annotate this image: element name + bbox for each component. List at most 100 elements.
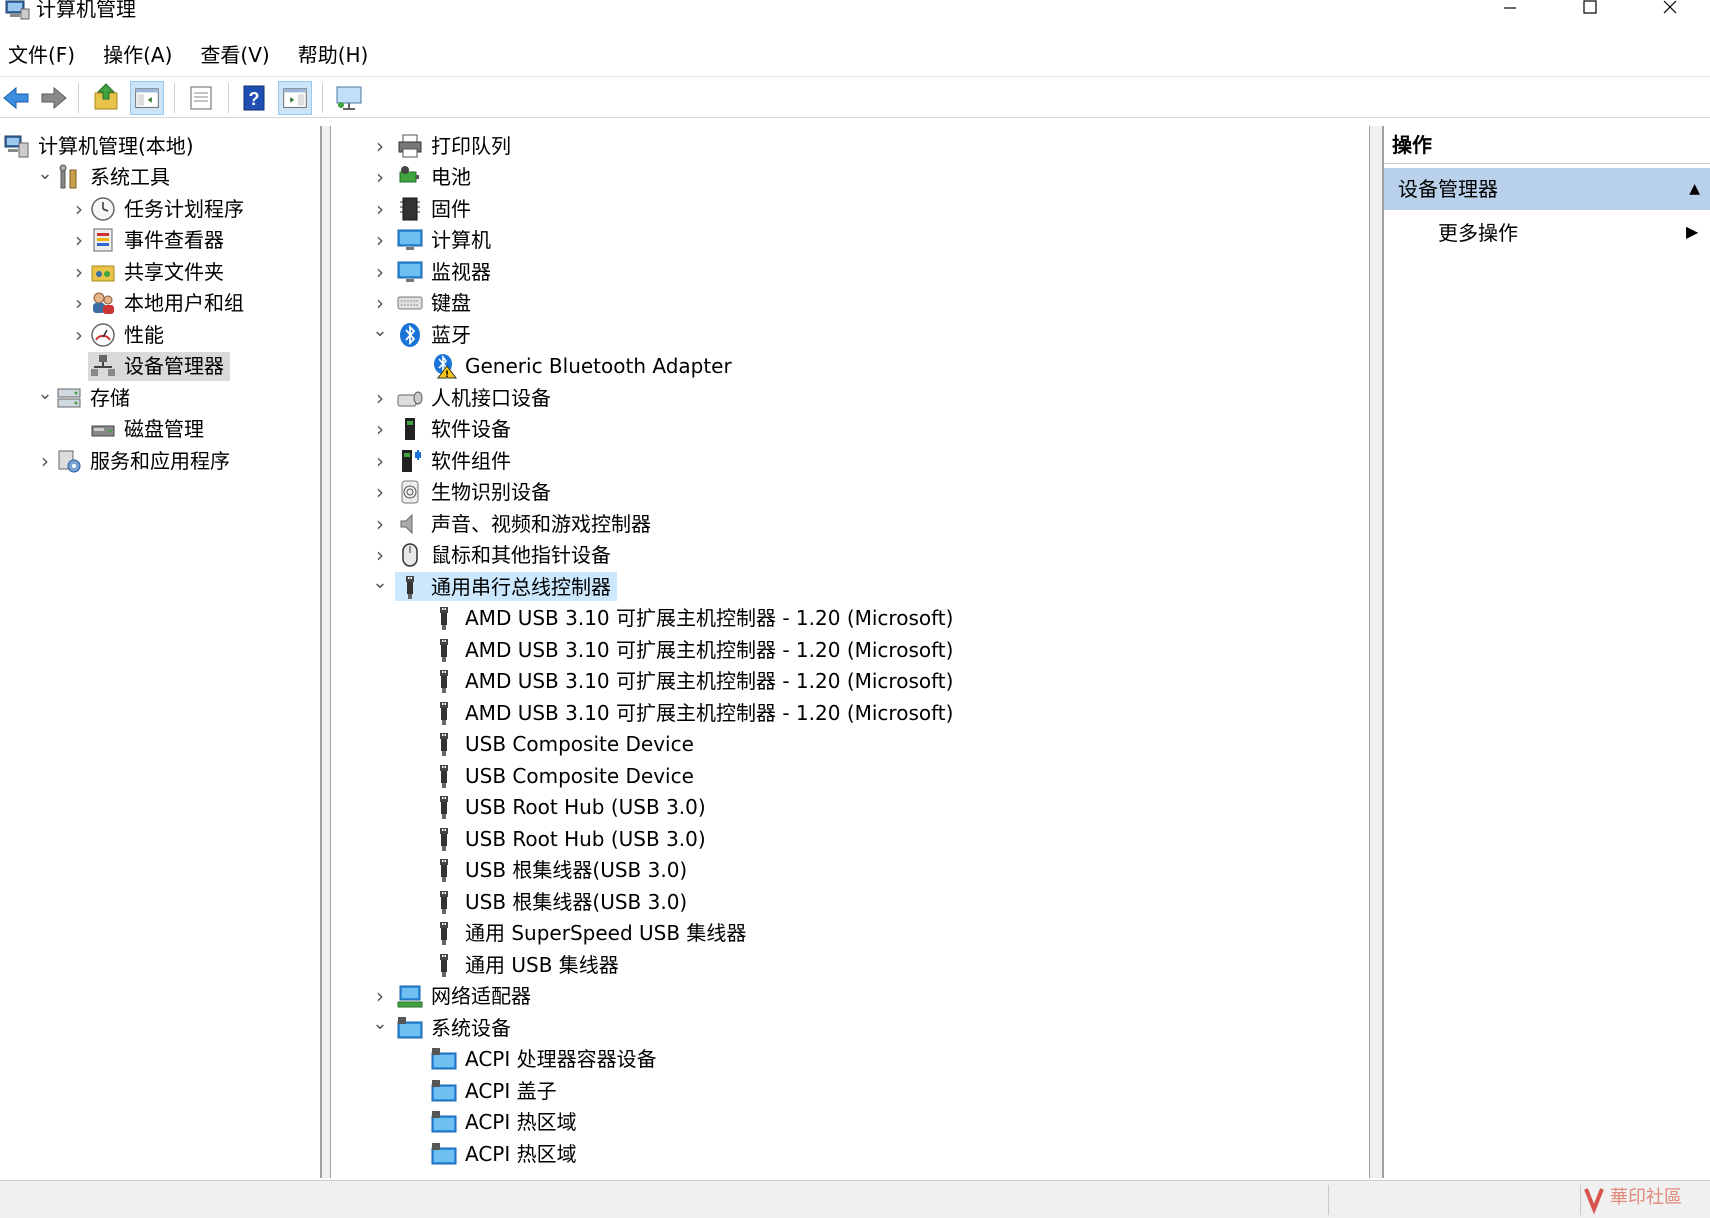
tree-item-content[interactable]: ACPI 盖子 [429, 1076, 563, 1105]
device-tree-item[interactable]: ⌄ 系统设备 [371, 1012, 517, 1043]
expand-chevron-down-icon[interactable]: ⌄ [37, 383, 53, 404]
expand-chevron-right-icon[interactable]: › [41, 448, 49, 473]
device-tree-item[interactable]: ⌄通用串行总线控制器 [371, 571, 617, 602]
tree-item-content[interactable]: 人机接口设备 [395, 383, 557, 412]
device-tree-item[interactable]: ACPI 处理器容器设备 [405, 1044, 663, 1075]
expand-chevron-right-icon[interactable]: › [376, 196, 384, 221]
tree-item-content[interactable]: ACPI 处理器容器设备 [429, 1045, 663, 1074]
tree-item-content[interactable]: 本地用户和组 [88, 289, 250, 318]
tree-item-content[interactable]: 鼠标和其他指针设备 [395, 541, 617, 570]
nav-tree-item[interactable]: ›任务计划程序 [70, 193, 250, 224]
tree-item-content[interactable]: 设备管理器 [88, 351, 230, 381]
tree-item-content[interactable]: 电池 [395, 163, 477, 192]
nav-tree-item[interactable]: 计算机管理(本地) [0, 130, 200, 161]
tree-item-content[interactable]: USB Root Hub (USB 3.0) [429, 793, 712, 822]
tree-item-content[interactable]: 系统工具 [54, 163, 176, 192]
expand-chevron-right-icon[interactable]: › [376, 417, 384, 441]
expand-chevron-right-icon[interactable]: › [376, 448, 384, 473]
device-tree-item[interactable]: USB Composite Device [405, 760, 700, 791]
device-tree-item[interactable]: USB Root Hub (USB 3.0) [405, 792, 712, 823]
tree-item-content[interactable]: 通用 SuperSpeed USB 集线器 [429, 919, 752, 948]
back-button[interactable] [0, 81, 34, 115]
forward-button[interactable] [36, 81, 70, 115]
device-tree-item[interactable]: ›生物识别设备 [371, 477, 557, 508]
device-tree-item[interactable]: › 打印队列 [371, 130, 517, 161]
collapse-triangle-icon[interactable]: ▲ [1689, 181, 1700, 197]
tree-item-content[interactable]: 性能 [88, 320, 170, 349]
device-tree-item[interactable]: USB 根集线器(USB 3.0) [405, 855, 693, 886]
tree-item-content[interactable]: 固件 [395, 194, 477, 223]
device-tree-item[interactable]: USB Composite Device [405, 729, 700, 760]
device-tree-item[interactable]: › 电池 [371, 162, 477, 193]
device-tree-item[interactable]: ACPI 热区域 [405, 1107, 583, 1138]
device-tree-item[interactable]: ACPI 盖子 [405, 1075, 563, 1106]
properties-button[interactable] [184, 81, 218, 115]
tree-item-content[interactable]: USB Root Hub (USB 3.0) [429, 824, 712, 853]
device-tree-item[interactable]: ›鼠标和其他指针设备 [371, 540, 617, 571]
nav-tree-item[interactable]: ›事件查看器 [70, 225, 230, 256]
tree-item-content[interactable]: 网络适配器 [395, 982, 537, 1011]
device-tree-item[interactable]: ⌄ 蓝牙 [371, 319, 477, 350]
tree-item-content[interactable]: 通用串行总线控制器 [395, 572, 617, 601]
menu-view[interactable]: 查看(V) [200, 43, 270, 67]
expand-chevron-right-icon[interactable]: › [376, 291, 384, 315]
device-tree-item[interactable]: › 监视器 [371, 256, 497, 287]
tree-item-content[interactable]: USB 根集线器(USB 3.0) [429, 887, 693, 916]
nav-tree-item[interactable]: 设备管理器 [70, 351, 230, 382]
expand-chevron-right-icon[interactable]: › [376, 133, 384, 158]
device-tree-item[interactable]: !Generic Bluetooth Adapter [405, 351, 738, 382]
tree-item-content[interactable]: 声音、视频和游戏控制器 [395, 509, 657, 538]
expand-chevron-down-icon[interactable]: ⌄ [372, 320, 388, 341]
tree-item-content[interactable]: ACPI 热区域 [429, 1139, 583, 1168]
expand-chevron-right-icon[interactable]: › [376, 385, 384, 410]
more-actions-item[interactable]: 更多操作 [1438, 216, 1518, 250]
device-tree-item[interactable]: AMD USB 3.10 可扩展主机控制器 - 1.20 (Microsoft) [405, 634, 959, 665]
device-tree-item[interactable]: ›声音、视频和游戏控制器 [371, 508, 657, 539]
tree-item-content[interactable]: 蓝牙 [395, 320, 477, 349]
tree-item-content[interactable]: 系统设备 [395, 1013, 517, 1042]
nav-tree-item[interactable]: 磁盘管理 [70, 414, 210, 445]
tree-item-content[interactable]: 服务和应用程序 [54, 446, 236, 475]
tree-item-content[interactable]: USB 根集线器(USB 3.0) [429, 856, 693, 885]
device-tree-item[interactable]: › 人机接口设备 [371, 382, 557, 413]
expand-chevron-right-icon[interactable]: › [376, 228, 384, 252]
tree-item-content[interactable]: 计算机管理(本地) [2, 131, 200, 160]
device-tree-item[interactable]: › 软件设备 [371, 414, 517, 445]
tree-item-content[interactable]: !Generic Bluetooth Adapter [429, 352, 738, 381]
tree-item-content[interactable]: 键盘 [395, 289, 477, 318]
expand-chevron-right-icon[interactable]: › [75, 291, 83, 315]
tree-item-content[interactable]: 通用 USB 集线器 [429, 950, 625, 979]
expand-chevron-right-icon[interactable]: › [376, 165, 384, 189]
help-button[interactable]: ? [238, 81, 272, 115]
nav-tree-item[interactable]: ›性能 [70, 319, 170, 350]
device-tree-item[interactable]: ›计算机 [371, 225, 497, 256]
tree-item-content[interactable]: 共享文件夹 [88, 257, 230, 286]
actions-section-device-manager[interactable]: 设备管理器 ▲ [1384, 168, 1710, 210]
tree-item-content[interactable]: 软件设备 [395, 415, 517, 444]
nav-tree-item[interactable]: ›服务和应用程序 [36, 445, 236, 476]
tree-item-content[interactable]: AMD USB 3.10 可扩展主机控制器 - 1.20 (Microsoft) [429, 604, 959, 633]
device-tree-item[interactable]: ACPI 热区域 [405, 1138, 583, 1169]
show-hide-tree-button[interactable] [130, 81, 164, 115]
tree-item-content[interactable]: AMD USB 3.10 可扩展主机控制器 - 1.20 (Microsoft) [429, 667, 959, 696]
nav-tree-item[interactable]: ⌄存储 [36, 382, 136, 413]
expand-chevron-down-icon[interactable]: ⌄ [372, 1013, 388, 1034]
expand-chevron-right-icon[interactable]: › [376, 259, 384, 284]
device-tree-item[interactable]: › 键盘 [371, 288, 477, 319]
menu-help[interactable]: 帮助(H) [297, 43, 369, 67]
maximize-button[interactable] [1550, 0, 1630, 22]
monitor-button[interactable] [332, 81, 366, 115]
tree-item-content[interactable]: 打印队列 [395, 131, 517, 160]
tree-item-content[interactable]: AMD USB 3.10 可扩展主机控制器 - 1.20 (Microsoft) [429, 635, 959, 664]
device-tree-item[interactable]: AMD USB 3.10 可扩展主机控制器 - 1.20 (Microsoft) [405, 697, 959, 728]
tree-item-content[interactable]: 监视器 [395, 257, 497, 286]
expand-chevron-right-icon[interactable]: › [376, 984, 384, 1008]
nav-tree-item[interactable]: ›共享文件夹 [70, 256, 230, 287]
device-tree-item[interactable]: ›软件组件 [371, 445, 517, 476]
tree-item-content[interactable]: USB Composite Device [429, 761, 700, 790]
nav-tree-item[interactable]: ⌄系统工具 [36, 162, 176, 193]
up-button[interactable] [90, 81, 124, 115]
pane-splitter[interactable] [322, 126, 330, 1178]
device-tree-item[interactable]: › 固件 [371, 193, 477, 224]
device-tree-item[interactable]: 通用 SuperSpeed USB 集线器 [405, 918, 752, 949]
